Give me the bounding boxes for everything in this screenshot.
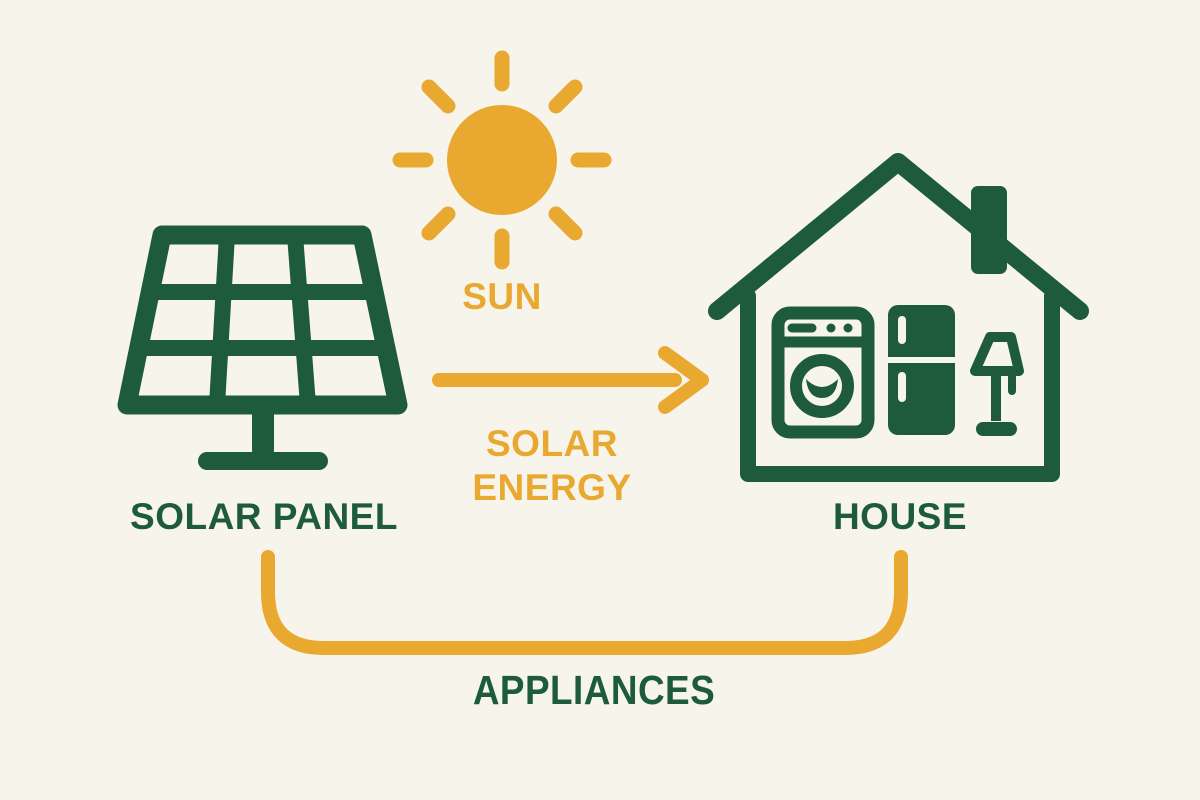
sun-label: SUN (462, 276, 542, 317)
house-icon (708, 153, 1089, 482)
sun-core (447, 105, 557, 215)
solar-energy-label: SOLAR ENERGY (472, 422, 631, 510)
u-curve-connector (261, 550, 908, 655)
solar-panel-icon (117, 225, 408, 470)
roof (708, 153, 1089, 320)
lamp-shade (970, 332, 1024, 376)
sun-icon (392, 50, 612, 270)
washing-machine-icon (771, 306, 875, 439)
washer-water (806, 379, 838, 398)
solar-panel-label: SOLAR PANEL (130, 496, 398, 537)
walls (740, 288, 1060, 482)
solar-energy-label-line1: SOLAR (485, 423, 618, 464)
refrigerator-icon (888, 305, 955, 435)
arrow-right-icon (432, 346, 709, 414)
washer-door (790, 354, 854, 418)
house-label: HOUSE (832, 496, 968, 537)
appliances-label: APPLIANCES (472, 667, 716, 713)
lamp-icon (970, 332, 1024, 436)
solar-energy-label-line2: ENERGY (472, 467, 632, 508)
